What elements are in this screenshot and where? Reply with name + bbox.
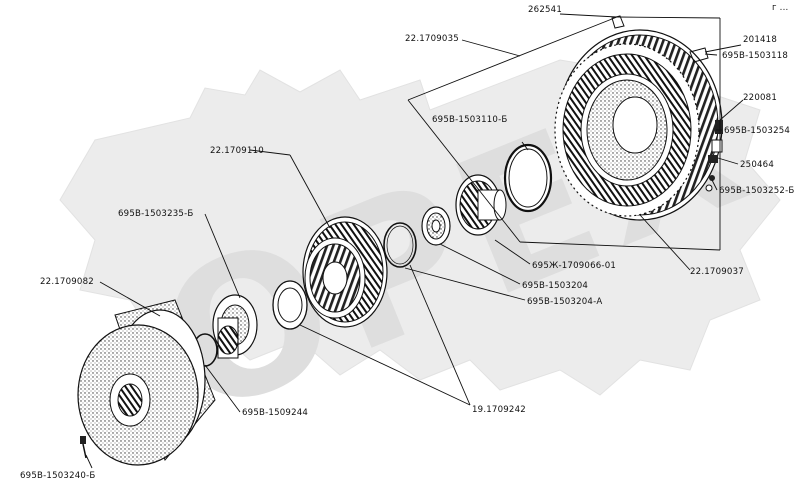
turbine-wheel-22-1709110	[302, 216, 388, 328]
label-695B-1503235-B: 695В-1503235-Б	[118, 209, 193, 219]
label-695B-1503240-B: 695В-1503240-Б	[20, 471, 95, 481]
label-220081: 220081	[743, 93, 777, 103]
bearing-695B-1503204	[421, 206, 451, 246]
label-262541: 262541	[528, 5, 562, 15]
label-19-1709242: 19.1709242	[472, 405, 526, 415]
label-201418: 201418	[743, 35, 777, 45]
corner-mark: г ...	[772, 3, 788, 13]
leader-lines	[85, 13, 744, 469]
label-695B-1503118: 695В-1503118	[722, 51, 788, 61]
label-22-1709110: 22.1709110	[210, 146, 264, 156]
flange-hub-695B-1503235-B	[212, 294, 258, 359]
ring-695B-1503110-B	[503, 143, 553, 213]
snap-ring-695B-1503204-A	[383, 222, 417, 268]
hub-695ZH-1709066-01	[455, 174, 507, 236]
label-695B-1503204-A: 695В-1503204-А	[527, 297, 602, 307]
part-labels: 262541 22.1709035 201418 695В-1503118 22…	[20, 3, 794, 481]
label-695ZH-1709066-01: 695Ж-1709066-01	[532, 261, 616, 271]
label-695B-1503254: 695В-1503254	[724, 126, 790, 136]
label-695B-1509244: 695В-1509244	[242, 408, 308, 418]
bolt-695B-1503240-B	[80, 436, 87, 459]
label-22-1709037: 22.1709037	[690, 267, 744, 277]
label-250464: 250464	[740, 160, 774, 170]
label-22-1709082: 22.1709082	[40, 277, 94, 287]
pump-wheel-22-1709082	[77, 299, 216, 466]
label-22-1709035: 22.1709035	[405, 34, 459, 44]
label-695B-1503110-B: 695В-1503110-Б	[432, 115, 507, 125]
lock-plate-19-1709242	[272, 280, 308, 330]
torque-converter-housing	[554, 29, 723, 221]
label-695B-1503204: 695В-1503204	[522, 281, 588, 291]
label-695B-1503252-B: 695В-1503252-Б	[719, 186, 794, 196]
